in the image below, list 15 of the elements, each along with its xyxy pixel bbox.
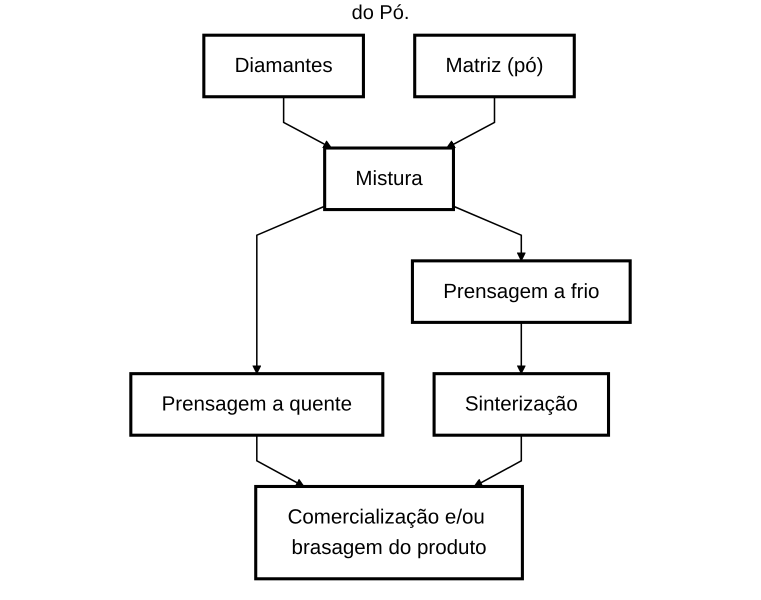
process-box: Matriz (pó): [413, 34, 576, 98]
arrow: [474, 435, 522, 487]
process-box: Diamantes: [202, 34, 365, 98]
arrow: [446, 96, 496, 148]
process-box: Comercialização e/ou brasagem do produto: [254, 484, 524, 580]
arrow: [516, 322, 526, 374]
arrow: [282, 96, 332, 148]
arrow: [252, 206, 325, 374]
arrow: [453, 206, 526, 262]
process-box: Prensagem a frio: [410, 259, 632, 324]
process-box: Sinterização: [432, 372, 610, 437]
process-box: Mistura: [323, 146, 455, 212]
process-box: Prensagem a quente: [129, 372, 384, 437]
arrow: [256, 435, 304, 487]
title: do Pó.: [350, 2, 410, 25]
